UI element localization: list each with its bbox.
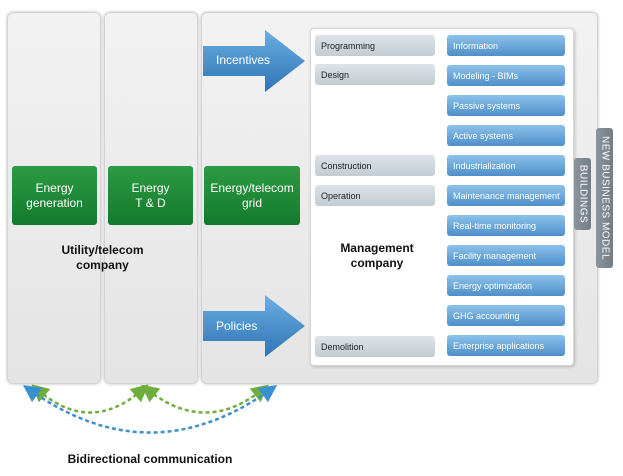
service-real-time-monitoring: Real-time monitoring xyxy=(447,215,565,236)
service-active-systems: Active systems xyxy=(447,125,565,146)
generation-td-link xyxy=(31,384,149,414)
service-ghg-accounting: GHG accounting xyxy=(447,305,565,326)
management-company-label: Management company xyxy=(340,241,414,270)
phase-construction: Construction xyxy=(315,155,435,176)
td-grid-link xyxy=(141,384,269,414)
energy-td-box: Energy T & D xyxy=(108,166,193,225)
incentives-label: Incentives xyxy=(216,53,271,67)
bidirectional-arrows xyxy=(22,384,278,434)
buildings-tab-text: BUILDINGS xyxy=(577,164,588,224)
service-energy-optimization: Energy optimization xyxy=(447,275,565,296)
phase-design: Design xyxy=(315,64,435,85)
new-business-model-tab-text: NEW BUSINESS MODEL xyxy=(599,135,610,261)
policies-arrow xyxy=(203,295,305,357)
generation-grid-link xyxy=(22,384,278,434)
energy-telecom-grid-box: Energy/telecom grid xyxy=(204,166,300,225)
phase-demolition: Demolition xyxy=(315,336,435,357)
energy-td-text: Energy T & D xyxy=(131,180,170,210)
energy-telecom-grid-text: Energy/telecom grid xyxy=(210,180,294,210)
service-maintenance-management: Maintenance management xyxy=(447,185,565,206)
service-facility-management: Facility management xyxy=(447,245,565,266)
energy-generation-box: Energy generation xyxy=(12,166,97,225)
service-modeling-bims: Modeling - BIMs xyxy=(447,65,565,86)
new-business-model-tab: NEW BUSINESS MODEL xyxy=(596,128,613,268)
policies-label: Policies xyxy=(216,319,258,333)
service-passive-systems: Passive systems xyxy=(447,95,565,116)
phase-operation: Operation xyxy=(315,185,435,206)
service-enterprise-applications: Enterprise applications xyxy=(447,335,565,356)
buildings-tab: BUILDINGS xyxy=(574,158,591,230)
utility-telecom-company-label: Utility/telecom company xyxy=(61,243,144,272)
phase-programming: Programming xyxy=(315,35,435,56)
service-industrialization: Industrialization xyxy=(447,155,565,176)
energy-generation-text: Energy generation xyxy=(26,180,83,210)
bidirectional-communication-label: Bidirectional communication xyxy=(67,452,233,466)
service-information: Information xyxy=(447,35,565,56)
incentives-arrow xyxy=(203,30,305,92)
